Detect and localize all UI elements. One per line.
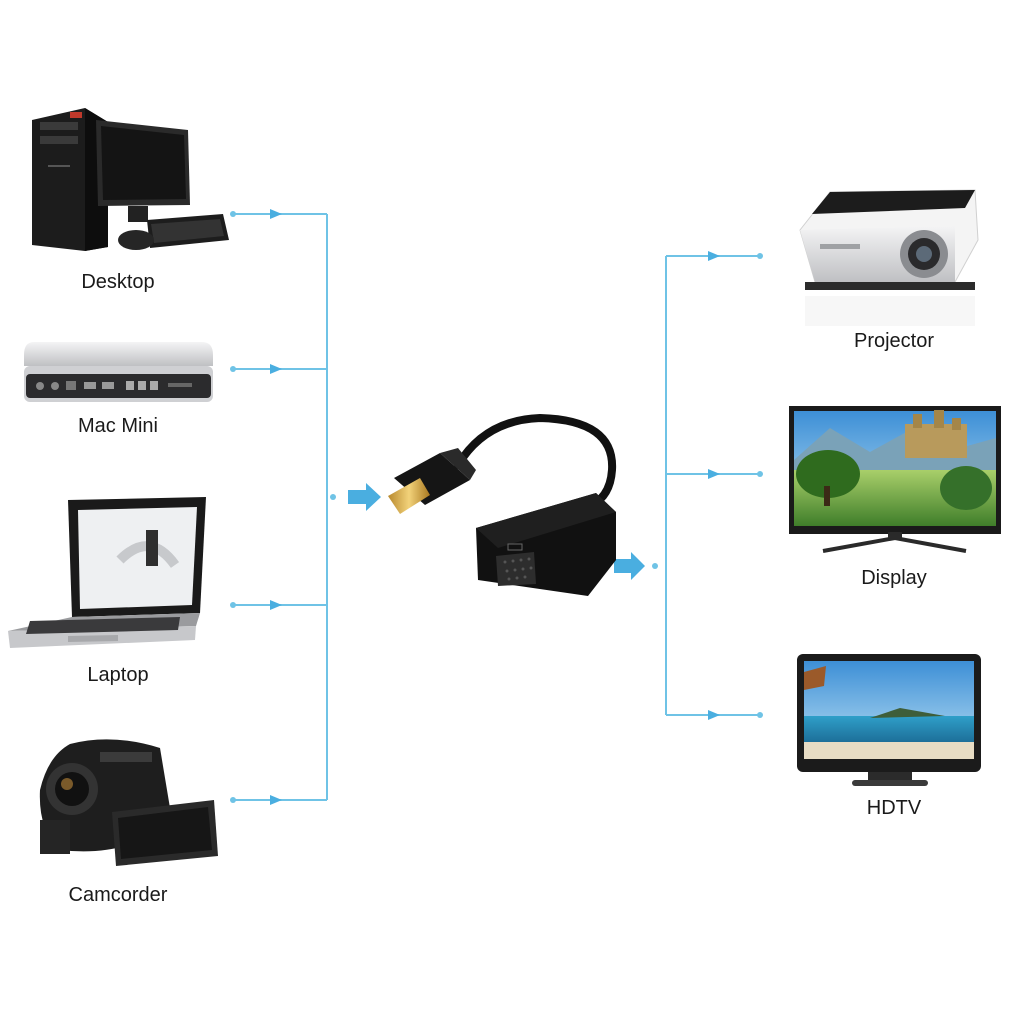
camcorder-icon	[39, 739, 218, 866]
input-label-mac-mini: Mac Mini	[77, 415, 159, 437]
output-label-projector: Projector	[853, 330, 935, 352]
output-label-display: Display	[861, 567, 927, 589]
output-arrow-icon	[614, 552, 645, 580]
desktop-computer-icon	[32, 108, 229, 251]
input-label-laptop: Laptop	[87, 664, 149, 686]
mac-mini-icon	[24, 342, 213, 402]
output-label-hdtv: HDTV	[866, 797, 922, 819]
input-connectors	[233, 213, 328, 801]
hdtv-icon	[797, 654, 981, 786]
input-label-desktop: Desktop	[81, 271, 155, 293]
output-flow-arrowheads	[708, 251, 720, 720]
output-connector-dots	[652, 253, 763, 718]
input-connector-dots	[230, 211, 336, 803]
input-arrow-icon	[348, 483, 381, 511]
input-label-camcorder: Camcorder	[68, 884, 168, 906]
input-flow-arrowheads	[270, 209, 282, 805]
hdmi-to-vga-adapter-icon	[388, 413, 617, 596]
output-connectors	[665, 255, 760, 716]
projector-icon	[799, 189, 979, 326]
laptop-icon	[8, 497, 206, 648]
display-monitor-icon	[789, 406, 1001, 553]
